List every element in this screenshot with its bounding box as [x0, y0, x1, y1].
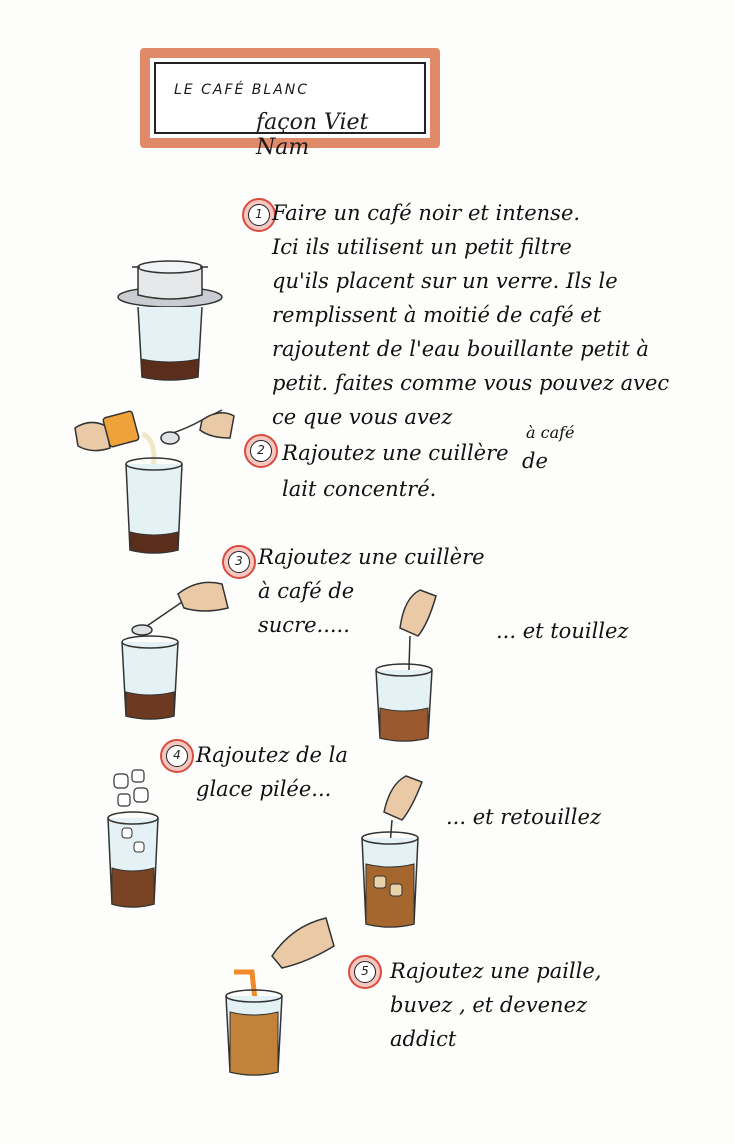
step-2-text-superscript: à café — [526, 423, 575, 442]
title-frame: LE CAFÉ BLANC façon Viet Nam — [140, 48, 440, 160]
step-3-text: Rajoutez une cuillère à café de sucre...… — [258, 545, 485, 637]
step-5-text: Rajoutez une paille, buvez , et devenez … — [390, 959, 602, 1051]
step-2-number: 2 — [244, 434, 278, 468]
step-2-text-line2: lait concentré. — [282, 477, 437, 501]
step-4-number: 4 — [160, 739, 194, 773]
step-2-text-main: Rajoutez une cuillère — [282, 441, 509, 465]
step-4-text: Rajoutez de la glace pilée... — [196, 743, 348, 801]
stir-illustration-1 — [375, 589, 437, 742]
condensed-milk-illustration — [74, 409, 235, 554]
title-line1: LE CAFÉ BLANC — [174, 82, 310, 98]
step-3-number: 3 — [222, 545, 256, 579]
step-5-number: 5 — [348, 955, 382, 989]
sugar-spoon-illustration — [121, 581, 229, 720]
step-2-text-de: de — [522, 449, 548, 473]
step-3-text-after: ... et touillez — [496, 619, 629, 643]
phin-filter-illustration — [117, 260, 223, 381]
straw-glass-illustration — [225, 917, 335, 1076]
ice-glass-illustration — [107, 769, 159, 908]
step-4-text-after: ... et retouillez — [446, 805, 601, 829]
title-line2: façon Viet Nam — [256, 110, 369, 160]
title-inner-frame: LE CAFÉ BLANC façon Viet Nam — [154, 62, 426, 160]
step-1-number: 1 — [242, 198, 276, 232]
step-1-text: Faire un café noir et intense. Ici ils u… — [272, 201, 670, 429]
stir-illustration-2 — [361, 775, 423, 928]
